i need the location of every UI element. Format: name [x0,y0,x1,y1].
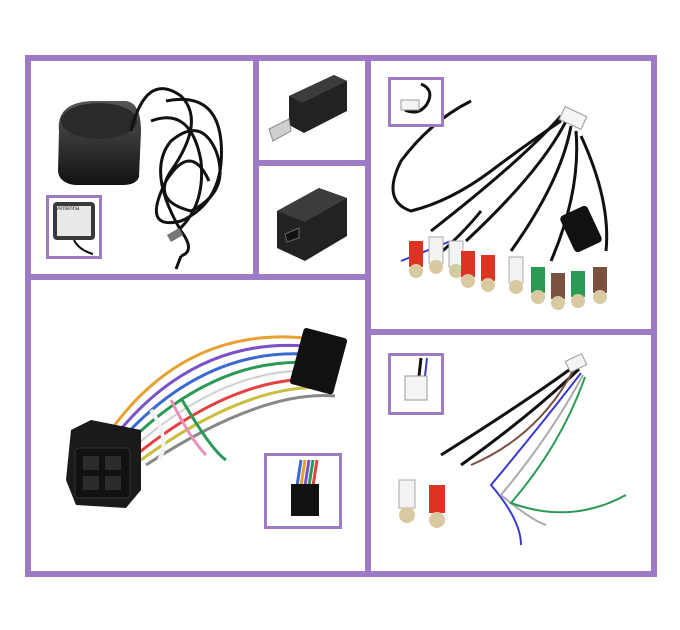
connector-inset [388,77,444,127]
rca-input-cable-panel [371,335,651,571]
rca-input-cable-photo [398,353,627,546]
hdmi-adapter-photo [277,188,347,261]
rca-harness-panel [371,61,651,329]
antenna-label: Antenna [57,206,80,212]
iso-power-harness-photo [66,327,348,508]
usb-adapter-panel [259,61,365,160]
gps-antenna-photo [58,87,223,270]
usb-adapter-photo [268,75,347,142]
connector-inset [388,353,444,415]
antenna-inset: Antenna [46,195,102,259]
hdmi-adapter-panel [259,166,365,274]
connector-inset [264,453,342,529]
iso-power-harness-panel [31,280,365,571]
gps-antenna-panel: Antenna [31,61,253,274]
rca-harness-photo [391,99,609,310]
